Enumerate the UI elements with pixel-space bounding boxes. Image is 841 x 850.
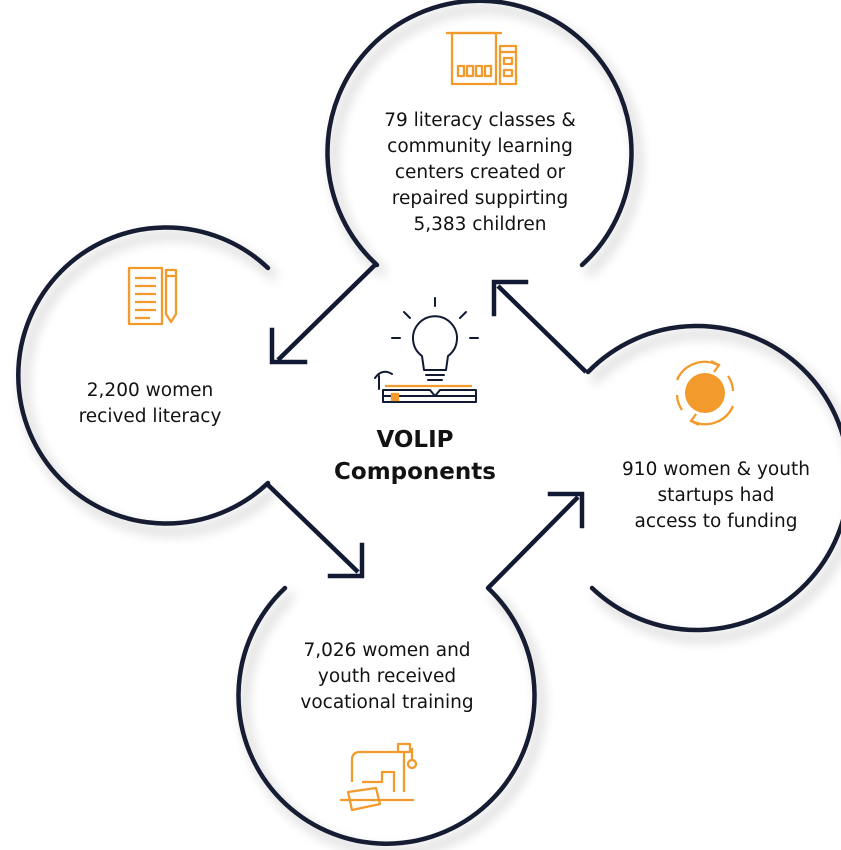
center-title-line2: Components — [334, 459, 496, 485]
node-line: 2,200 women — [86, 380, 214, 401]
node-circle-top — [325, 0, 634, 268]
node-text-literacy-classes: 79 literacy classes & community learning… — [340, 108, 620, 238]
node-text-women-literacy: 2,200 women recived literacy — [40, 378, 260, 430]
node-line: 79 literacy classes & — [384, 110, 576, 131]
school-building-icon — [446, 31, 518, 86]
node-line: repaired suppirting — [391, 188, 569, 209]
node-line: 910 women & youth — [622, 459, 810, 480]
node-line: recived literacy — [78, 406, 222, 427]
book-accent-icon — [385, 384, 472, 402]
node-text-startup-funding: 910 women & youth startups had access to… — [596, 457, 836, 535]
arrow-right-to-top — [491, 279, 588, 374]
center-title-line1: VOLIP — [376, 427, 454, 453]
node-line: startups had — [657, 485, 775, 506]
arrow-bottom-to-right — [486, 491, 585, 590]
node-circle-bottom — [236, 585, 537, 846]
node-line: community learning — [387, 136, 573, 157]
node-circle-left — [16, 225, 271, 526]
arrow-top-to-left — [269, 261, 379, 365]
dollar-cycle-icon — [675, 359, 735, 427]
node-line: access to funding — [634, 511, 798, 532]
notepad-pencil-icon — [127, 266, 178, 326]
node-line: youth received — [317, 666, 457, 687]
node-line: 7,026 women and — [303, 640, 471, 661]
node-circle-right — [585, 323, 841, 633]
node-text-vocational-training: 7,026 women and youth received vocationa… — [262, 638, 512, 716]
node-line: vocational training — [300, 692, 474, 713]
node-line: 5,383 children — [413, 214, 547, 235]
node-line: centers created or — [394, 162, 566, 183]
center-title: VOLIP Components — [300, 424, 530, 488]
arrow-left-to-bottom — [264, 481, 365, 579]
sewing-machine-icon — [340, 742, 418, 812]
